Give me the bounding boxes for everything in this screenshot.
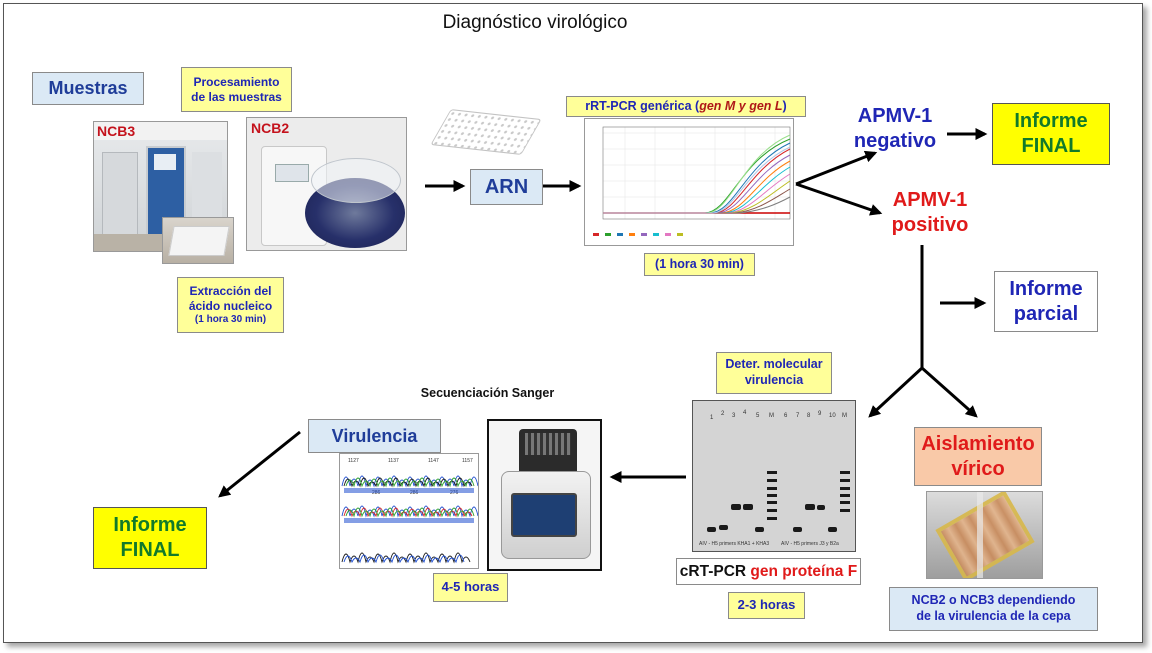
informe-final-top-line2: FINAL xyxy=(1021,135,1081,157)
apmv-negativo: APMV-1 negativo xyxy=(840,104,950,154)
extraccion-box: Extracción del ácido nucleico (1 hora 30… xyxy=(177,277,284,333)
virulencia-box: Virulencia xyxy=(308,419,441,453)
informe-final-bottom-box: Informe FINAL xyxy=(93,507,207,569)
extraccion-time: (1 hora 30 min) xyxy=(194,313,267,325)
sequencer-photo xyxy=(487,419,602,571)
chrom-tick-3: 1147 xyxy=(428,458,439,464)
rrtpcr-box: rRT-PCR genérica (gen M y gen L) xyxy=(566,96,806,117)
gel-lane-label-m2: M xyxy=(842,413,847,419)
muestras-box: Muestras xyxy=(32,72,144,105)
chrom-tick-1: 1127 xyxy=(348,458,359,464)
procesamiento-line1: Procesamiento xyxy=(193,74,280,89)
informe-final-bottom-line1: Informe xyxy=(113,514,187,536)
gel-lane-label-2: 2 xyxy=(721,411,725,417)
informe-final-top-box: Informe FINAL xyxy=(992,103,1110,165)
crtpcr-time-box: 2-3 horas xyxy=(728,592,805,619)
gel-lane-label-7: 7 xyxy=(796,413,800,419)
procesamiento-line2: de las muestras xyxy=(191,89,282,104)
seq-time-box: 4-5 horas xyxy=(433,573,508,602)
page-title: Diagnóstico virológico xyxy=(442,12,628,33)
arn-label: ARN xyxy=(484,175,529,198)
apmv-positivo: APMV-1 positivo xyxy=(875,188,985,238)
ncb2-extractor-photo: NCB2 xyxy=(246,117,407,251)
informe-parcial-box: Informe parcial xyxy=(994,271,1098,332)
aislamiento-line2: vírico xyxy=(951,457,1005,480)
chrom-tick-4: 1157 xyxy=(462,458,473,464)
gel-lane-label-10: 10 xyxy=(829,413,836,419)
ncb-note-box: NCB2 o NCB3 dependiendo de la virulencia… xyxy=(889,587,1098,631)
gel-lane-label-6: 6 xyxy=(784,413,788,419)
informe-parcial-line1: Informe xyxy=(1009,277,1083,300)
extraccion-line1: Extracción del xyxy=(189,283,272,298)
apmv-positivo-line2: positivo xyxy=(891,214,969,236)
ncb2-label: NCB2 xyxy=(251,120,290,136)
apmv-positivo-line1: APMV-1 xyxy=(892,189,968,211)
crtpcr-prefix: cRT-PCR xyxy=(679,562,751,580)
amplification-plot xyxy=(584,118,794,246)
chromatogram-image: 1127 1137 1147 1157 286 286 276 xyxy=(339,453,479,569)
gel-caption-left: AIV - H5 primers KHA1 + KHA3 xyxy=(699,541,769,547)
virulencia-label: Virulencia xyxy=(331,425,418,446)
aislamiento-box: Aislamiento vírico xyxy=(914,427,1042,486)
informe-final-bottom-line2: FINAL xyxy=(120,539,180,561)
informe-final-top-line1: Informe xyxy=(1014,110,1088,132)
gel-lane-label-9: 9 xyxy=(818,411,822,417)
seq-time: 4-5 horas xyxy=(441,579,500,595)
aislamiento-line1: Aislamiento xyxy=(921,432,1035,455)
chrom-tick-2: 1137 xyxy=(388,458,399,464)
rrtpcr-time: (1 hora 30 min) xyxy=(655,256,744,271)
rrtpcr-genes: gen M y gen L xyxy=(699,98,783,113)
ncb-note-line2: de la virulencia de la cepa xyxy=(916,609,1071,623)
gel-lane-label-4: 4 xyxy=(743,410,747,416)
crtpcr-time: 2-3 horas xyxy=(737,597,796,613)
ncb3-label: NCB3 xyxy=(97,123,136,139)
gel-lane-label-5: 5 xyxy=(756,413,760,419)
gel-caption-right: AIV - H5 primers J3 y B2a xyxy=(781,541,839,547)
deter-line2: virulencia xyxy=(744,373,804,387)
amplification-curves xyxy=(593,126,791,236)
gel-bands: 1 2 3 4 5 M 6 7 8 9 10 M xyxy=(699,410,850,547)
informe-parcial-line2: parcial xyxy=(1013,302,1079,325)
gel-lane-label-3: 3 xyxy=(732,413,736,419)
ncb-note-line1: NCB2 o NCB3 dependiendo xyxy=(911,593,1076,608)
deter-line1: Deter. molecular xyxy=(725,357,823,372)
secuenciacion-title: Secuenciación Sanger xyxy=(420,386,555,400)
muestras-label: Muestras xyxy=(48,78,128,99)
apmv-negativo-line1: APMV-1 xyxy=(857,105,933,127)
rrtpcr-suffix: ) xyxy=(782,98,787,113)
gel-electrophoresis-image: 1 2 3 4 5 M 6 7 8 9 10 M xyxy=(692,400,856,552)
chromatogram-traces: 1127 1137 1147 1157 286 286 276 xyxy=(341,458,478,564)
rrtpcr-prefix: rRT-PCR genérica ( xyxy=(585,98,700,113)
pcr-plate-image xyxy=(430,108,542,160)
egg-incubator-photo xyxy=(926,491,1043,579)
crtpcr-box: cRT-PCR gen proteína F xyxy=(676,558,861,585)
extraccion-line2: ácido nucleico xyxy=(188,298,273,313)
deter-molecular-box: Deter. molecular virulencia xyxy=(716,352,832,394)
sample-tray-photo xyxy=(162,217,234,264)
gel-lane-label-1: 1 xyxy=(710,415,714,421)
rrtpcr-time-box: (1 hora 30 min) xyxy=(644,253,755,276)
apmv-negativo-line2: negativo xyxy=(853,130,937,152)
procesamiento-box: Procesamiento de las muestras xyxy=(181,67,292,112)
gel-lane-label-m1: M xyxy=(769,413,774,419)
crtpcr-gene: gen proteína F xyxy=(750,562,858,580)
gel-lane-label-8: 8 xyxy=(807,413,811,419)
arn-box: ARN xyxy=(470,169,543,205)
